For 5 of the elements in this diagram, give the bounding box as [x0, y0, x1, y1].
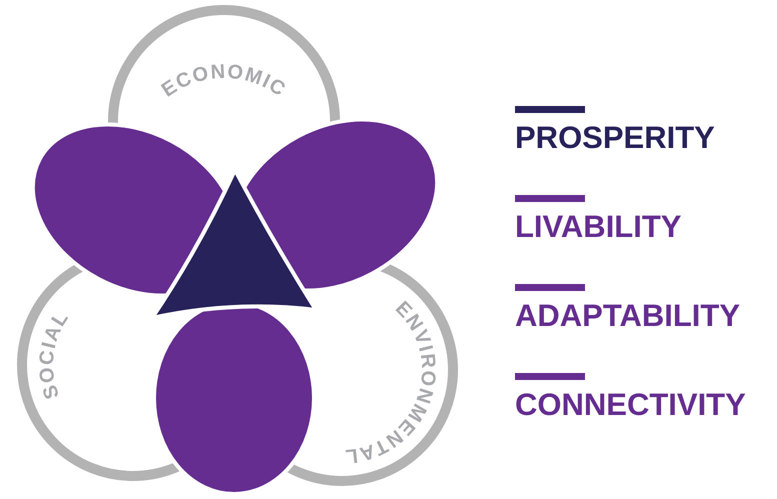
- legend-label: CONNECTIVITY: [515, 387, 746, 423]
- legend-label: LIVABILITY: [515, 209, 682, 245]
- ring-label: ECONOMIC: [158, 60, 290, 102]
- legend-label: PROSPERITY: [515, 120, 715, 156]
- legend-label: ADAPTABILITY: [515, 298, 740, 334]
